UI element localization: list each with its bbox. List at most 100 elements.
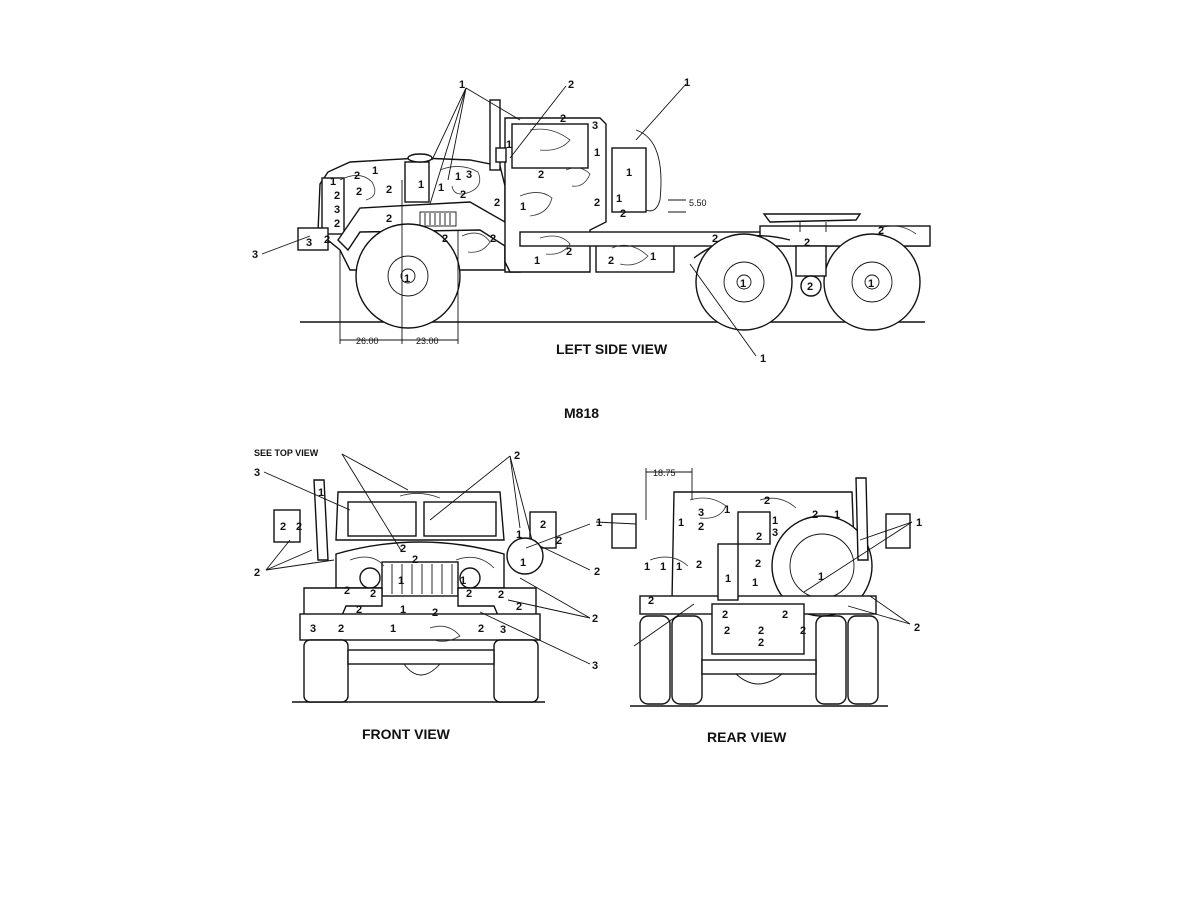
- color-key-label: 1: [594, 147, 600, 159]
- left-side-view: [261, 83, 931, 357]
- color-key-label: 2: [370, 588, 376, 600]
- front-windshield-right: [423, 501, 497, 537]
- left-side-view-title: LEFT SIDE VIEW: [556, 341, 668, 357]
- color-key-label: 2: [755, 558, 761, 570]
- color-key-label: 2: [334, 190, 340, 202]
- front-view-title: FRONT VIEW: [362, 726, 451, 742]
- color-key-label: 3: [500, 624, 506, 636]
- front-grille-face: [381, 561, 459, 597]
- color-key-label: 2: [344, 585, 350, 597]
- color-key-label: 1: [455, 171, 461, 183]
- cab-window: [511, 123, 589, 169]
- color-key-label: 2: [800, 625, 806, 637]
- color-key-label: 1: [868, 278, 874, 290]
- color-key-label: 2: [812, 509, 818, 521]
- color-key-label: 2: [560, 113, 566, 125]
- color-key-label: 1: [404, 273, 410, 285]
- color-key-label: 3: [772, 527, 778, 539]
- color-key-label: 3: [334, 204, 340, 216]
- camo-pattern-side: [339, 128, 917, 266]
- color-key-label: 2: [620, 208, 626, 220]
- color-key-label: 2: [400, 543, 406, 555]
- color-key-labels: 1 2 1 3 1 1 2 1 2 3 2 3 2 2 2 2 1 1 1 3 …: [252, 77, 884, 365]
- leader-lines-front: [263, 453, 591, 665]
- color-key-label: 1: [398, 575, 404, 587]
- front-tire-right: [493, 639, 539, 703]
- color-key-label: 1: [516, 529, 522, 541]
- color-key-label: 2: [324, 234, 330, 246]
- color-key-label: 2: [698, 521, 704, 533]
- color-key-label: 1: [520, 557, 526, 569]
- color-key-label: 1: [626, 167, 632, 179]
- color-key-label: 1: [330, 176, 336, 188]
- color-key-label: 2: [540, 519, 546, 531]
- dimension-26: 26.00: [356, 336, 379, 346]
- rear-diff: [735, 673, 783, 685]
- front-tire-left: [303, 639, 349, 703]
- color-key-label: 2: [338, 623, 344, 635]
- color-key-label: 3: [310, 623, 316, 635]
- color-key-label: 1: [438, 182, 444, 194]
- bogie-hub: [800, 275, 822, 297]
- color-key-label: 2: [432, 607, 438, 619]
- spare-tire-front: [506, 537, 544, 575]
- color-key-label: 2: [568, 79, 574, 91]
- exhaust-stack: [489, 99, 501, 171]
- color-key-label: 3: [252, 249, 258, 261]
- model-designation: M818: [564, 405, 599, 421]
- rear-mirror-left: [611, 513, 637, 549]
- front-mirror-left: [273, 509, 301, 543]
- rear-tire-left-inner: [671, 615, 703, 705]
- color-key-label: 2: [412, 554, 418, 566]
- color-key-label: 2: [466, 588, 472, 600]
- color-key-label: 2: [356, 186, 362, 198]
- rear-tire-right-outer: [847, 615, 879, 705]
- color-key-labels-rear: 2 1 3 2 1 1 2 1 1 2 3 2 1 1 1 1 1 1 2 2 …: [644, 495, 922, 649]
- rear-hitch-panel: [711, 603, 805, 655]
- color-key-label: 2: [356, 604, 362, 616]
- color-key-label: 2: [804, 237, 810, 249]
- color-key-label: 1: [772, 515, 778, 527]
- color-key-label: 2: [334, 218, 340, 230]
- color-key-label: 2: [514, 450, 520, 462]
- color-key-label: 1: [596, 517, 602, 529]
- color-key-label: 2: [538, 169, 544, 181]
- color-key-label: 3: [306, 237, 312, 249]
- front-grille: [321, 177, 345, 235]
- color-key-label: 2: [460, 189, 466, 201]
- color-key-label: 1: [418, 179, 424, 191]
- dimension-5-50: 5.50: [689, 198, 707, 208]
- color-key-label: 1: [740, 278, 746, 290]
- color-key-label: 1: [834, 509, 840, 521]
- color-key-label: 1: [390, 623, 396, 635]
- color-key-label: 2: [807, 281, 813, 293]
- color-key-label: 2: [594, 197, 600, 209]
- color-key-label: 2: [498, 589, 504, 601]
- color-key-label: 1: [660, 561, 666, 573]
- color-key-label: 2: [756, 531, 762, 543]
- camo-pattern-rear: [649, 497, 797, 567]
- front-bumper: [297, 227, 329, 251]
- color-key-label: 2: [758, 625, 764, 637]
- spare-hose: [635, 129, 662, 212]
- color-key-label: 2: [442, 233, 448, 245]
- color-key-label: 1: [616, 193, 622, 205]
- color-key-label: 3: [466, 169, 472, 181]
- color-key-label: 1: [459, 79, 465, 91]
- color-key-label: 1: [818, 571, 824, 583]
- color-key-label: 2: [712, 233, 718, 245]
- color-key-label: 2: [386, 184, 392, 196]
- dimension-lines-side: [339, 180, 459, 344]
- see-top-view-note: SEE TOP VIEW: [254, 448, 319, 458]
- bogie-suspension: [795, 245, 827, 277]
- fifth-wheel: [762, 213, 862, 223]
- color-key-label: 2: [254, 567, 260, 579]
- front-headlight-left: [359, 567, 381, 589]
- color-key-label: 3: [592, 120, 598, 132]
- leader-lines-side: [261, 83, 757, 357]
- color-key-label: 2: [608, 255, 614, 267]
- front-wheel: [355, 223, 461, 329]
- color-key-label: 1: [760, 353, 766, 365]
